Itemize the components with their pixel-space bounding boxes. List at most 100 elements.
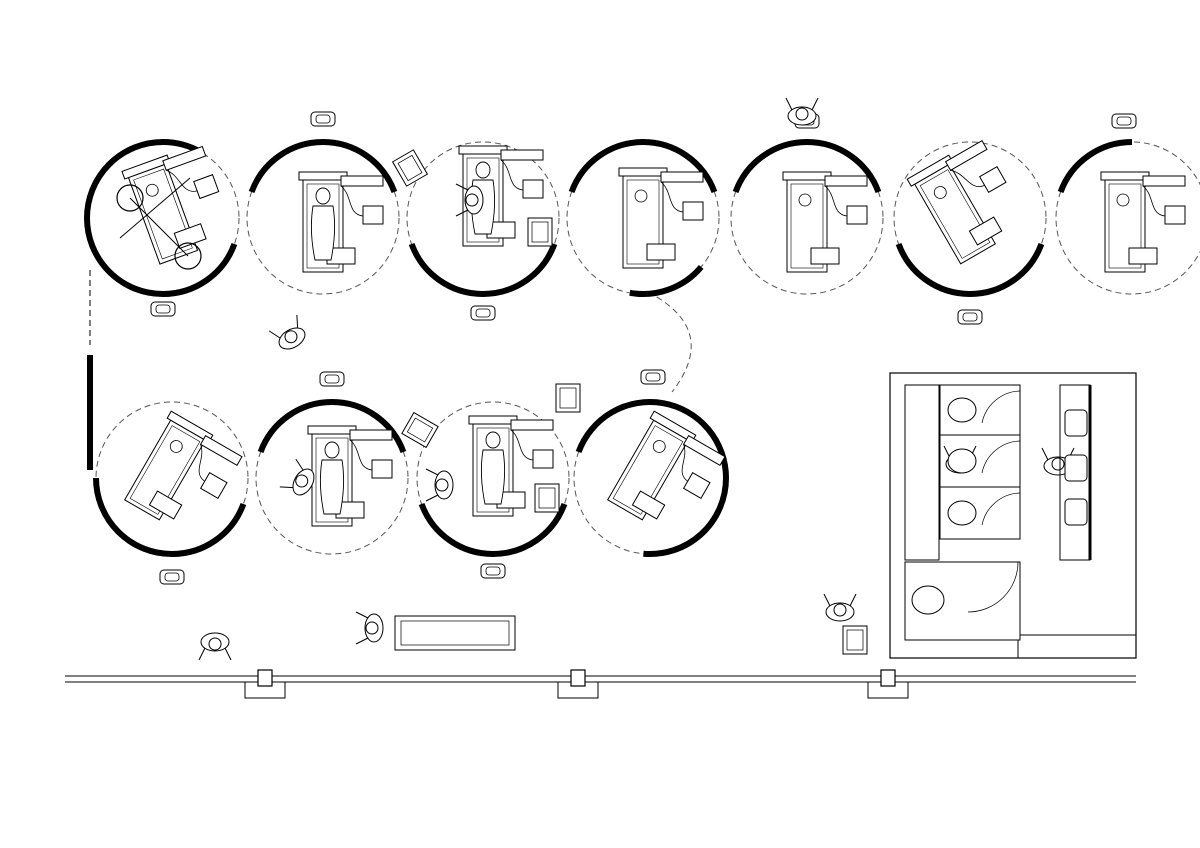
cable — [340, 185, 364, 217]
bay-outline — [893, 141, 1047, 295]
bed-head — [782, 171, 832, 181]
patient-head — [324, 441, 340, 459]
sink-bowl — [1116, 116, 1132, 126]
equipment-trolley — [555, 383, 581, 413]
sink-bowl — [324, 374, 340, 384]
sink-bowl — [645, 372, 661, 382]
column — [257, 669, 273, 687]
curved-wall — [732, 139, 882, 194]
toilet — [911, 585, 945, 615]
stretcher-mattress — [400, 620, 510, 646]
bed-frame — [127, 163, 199, 265]
monitor-arm — [340, 175, 384, 187]
side-table — [148, 490, 183, 520]
wall-sink — [150, 301, 176, 317]
toilet — [947, 397, 977, 423]
staff-arms — [198, 647, 232, 661]
equipment-trolley — [401, 411, 439, 449]
sink-bowl — [485, 566, 501, 576]
cable — [510, 429, 534, 461]
wall-sink — [319, 371, 345, 387]
equipment-trolley — [527, 217, 553, 247]
monitor-arm — [682, 435, 726, 467]
curved-wall — [93, 477, 173, 557]
sink-basin — [310, 111, 336, 127]
curved-wall — [575, 399, 729, 479]
bay-outline — [416, 401, 570, 555]
bed-head — [468, 415, 518, 425]
bay-outline — [730, 141, 884, 295]
treatment-bed — [782, 171, 868, 273]
pillow-mark — [798, 193, 812, 207]
staff-arms — [425, 468, 439, 502]
pillow-mark — [169, 440, 183, 453]
bed-mattress — [612, 425, 684, 515]
patient-head — [485, 431, 501, 449]
monitor — [532, 449, 554, 469]
pillow-mark — [1116, 193, 1130, 207]
wall-sink — [957, 309, 983, 325]
monitor — [978, 165, 1007, 193]
trolley-tray — [397, 154, 423, 182]
cable — [349, 439, 373, 471]
staff-person — [785, 97, 819, 126]
cable — [166, 169, 198, 192]
bed-head — [307, 425, 357, 435]
staff-person — [823, 593, 857, 622]
bed-mattress — [133, 168, 193, 260]
wc-accessible-cubicle — [904, 561, 1021, 641]
treatment-bed — [1100, 171, 1186, 273]
curved-wall — [84, 139, 164, 219]
bed-mattress — [129, 425, 201, 515]
patient-on-bed — [480, 431, 506, 505]
sink-basin — [480, 563, 506, 579]
pillow-mark — [933, 186, 947, 199]
staff-head — [365, 621, 379, 635]
equipment-trolley — [534, 483, 560, 513]
staff-head — [284, 330, 298, 344]
trolley-tray — [559, 387, 577, 409]
sink-basin — [159, 569, 185, 585]
bed-mattress — [1108, 183, 1142, 269]
treatment-bed — [298, 171, 384, 273]
door-arc — [981, 492, 1021, 526]
bay-outline — [95, 401, 249, 555]
bay-outline — [86, 141, 240, 295]
staff-arms — [785, 97, 819, 111]
bed-mattress — [306, 183, 340, 269]
wheel — [116, 184, 144, 212]
wall-sink — [1064, 454, 1088, 482]
bed-head — [458, 145, 508, 155]
furniture-layer — [116, 111, 1186, 655]
bed-mattress — [626, 179, 660, 265]
staff-head — [435, 478, 449, 492]
equipment-trolley — [391, 149, 429, 187]
trolley-body — [401, 411, 439, 449]
cable — [500, 159, 524, 191]
sink-basin — [150, 301, 176, 317]
treatment-bed — [458, 145, 544, 247]
monitor-arm — [944, 140, 988, 172]
side-table — [968, 216, 1003, 246]
staff-person — [198, 632, 232, 661]
staff-person — [425, 468, 454, 502]
staff-head — [295, 474, 309, 488]
cable — [1142, 185, 1166, 217]
curved-wall — [895, 242, 1045, 297]
monitor — [846, 205, 868, 225]
treatment-bed — [618, 167, 704, 269]
bed-mattress — [476, 427, 510, 513]
curved-wall — [171, 502, 247, 557]
bay-outline — [255, 401, 409, 555]
door-arc — [967, 561, 1019, 613]
wall-sink — [1111, 113, 1137, 129]
trolley-tray — [406, 417, 434, 443]
patient-head — [315, 187, 331, 205]
bed-mattress — [315, 437, 349, 523]
trolley-tray — [846, 629, 864, 651]
wc-counter — [904, 384, 940, 561]
cable — [950, 169, 985, 188]
treatment-bed — [123, 410, 243, 521]
pillow-mark — [652, 440, 666, 453]
